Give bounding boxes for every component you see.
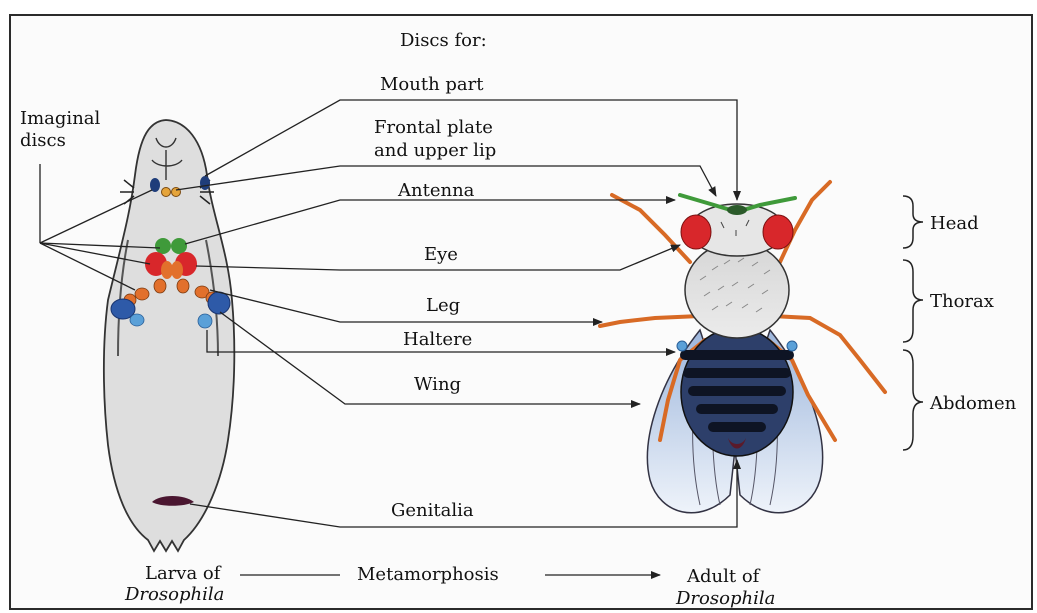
label-eye: Eye [424,244,458,266]
label-abdomen: Abdomen [930,393,1016,415]
label-antenna: Antenna [398,180,474,202]
fly-eye-right [763,215,793,249]
metamorphosis-label: Metamorphosis [357,564,499,586]
fly-abdomen-stripe-1 [680,350,794,360]
label-frontal-plate-line2: and upper lip [374,140,496,162]
fly-leg-front-left [612,195,690,262]
label-mouth-part: Mouth part [380,74,484,96]
adult-caption-line2: Drosophila [676,588,775,610]
brace-thorax [903,260,923,342]
label-haltere: Haltere [403,329,472,351]
body-region-braces [903,196,923,450]
disc-wing-right [208,292,230,314]
larva-caption-line1: Larva of [145,563,220,585]
brace-head [903,196,923,248]
label-head: Head [930,213,979,235]
imaginal-discs-label-line2: discs [20,130,66,152]
adult-caption-line1: Adult of [687,566,759,588]
label-frontal-plate-line1: Frontal plate [374,117,493,139]
leader-antenna [185,200,675,244]
label-leg: Leg [426,295,460,317]
label-thorax: Thorax [930,291,994,313]
brace-abdomen [903,350,923,450]
imaginal-discs-label-line1: Imaginal [20,108,100,130]
disc-mouth-right [200,176,210,190]
disc-antenna-left [155,238,171,254]
disc-frontal-left [162,188,171,197]
fly-abdomen-stripe-3 [688,386,786,396]
fly-abdomen-stripe-4 [696,404,778,414]
larva-caption-line2: Drosophila [125,584,224,606]
disc-leg-2-left [135,288,149,300]
disc-eye-center-right [171,261,183,279]
disc-leg-1-left [154,279,166,293]
fly-abdomen-stripe-5 [708,422,766,432]
disc-antenna-right [171,238,187,254]
disc-haltere-left [130,314,144,326]
fly-leg-mid-left [600,316,700,326]
fly-haltere-right [787,341,797,351]
disc-leg-1-right [177,279,189,293]
fly-eye-left [681,215,711,249]
leader-leg [210,290,602,322]
disc-frontal-right [172,188,181,197]
label-genitalia: Genitalia [391,500,474,522]
adult-fly [600,182,885,513]
disc-haltere-right [198,314,212,328]
fly-frontal-plate [727,205,747,215]
label-wing: Wing [414,374,461,396]
fly-haltere-left [677,341,687,351]
discs-for-heading: Discs for: [400,30,487,52]
fly-abdomen-stripe-2 [683,368,791,378]
